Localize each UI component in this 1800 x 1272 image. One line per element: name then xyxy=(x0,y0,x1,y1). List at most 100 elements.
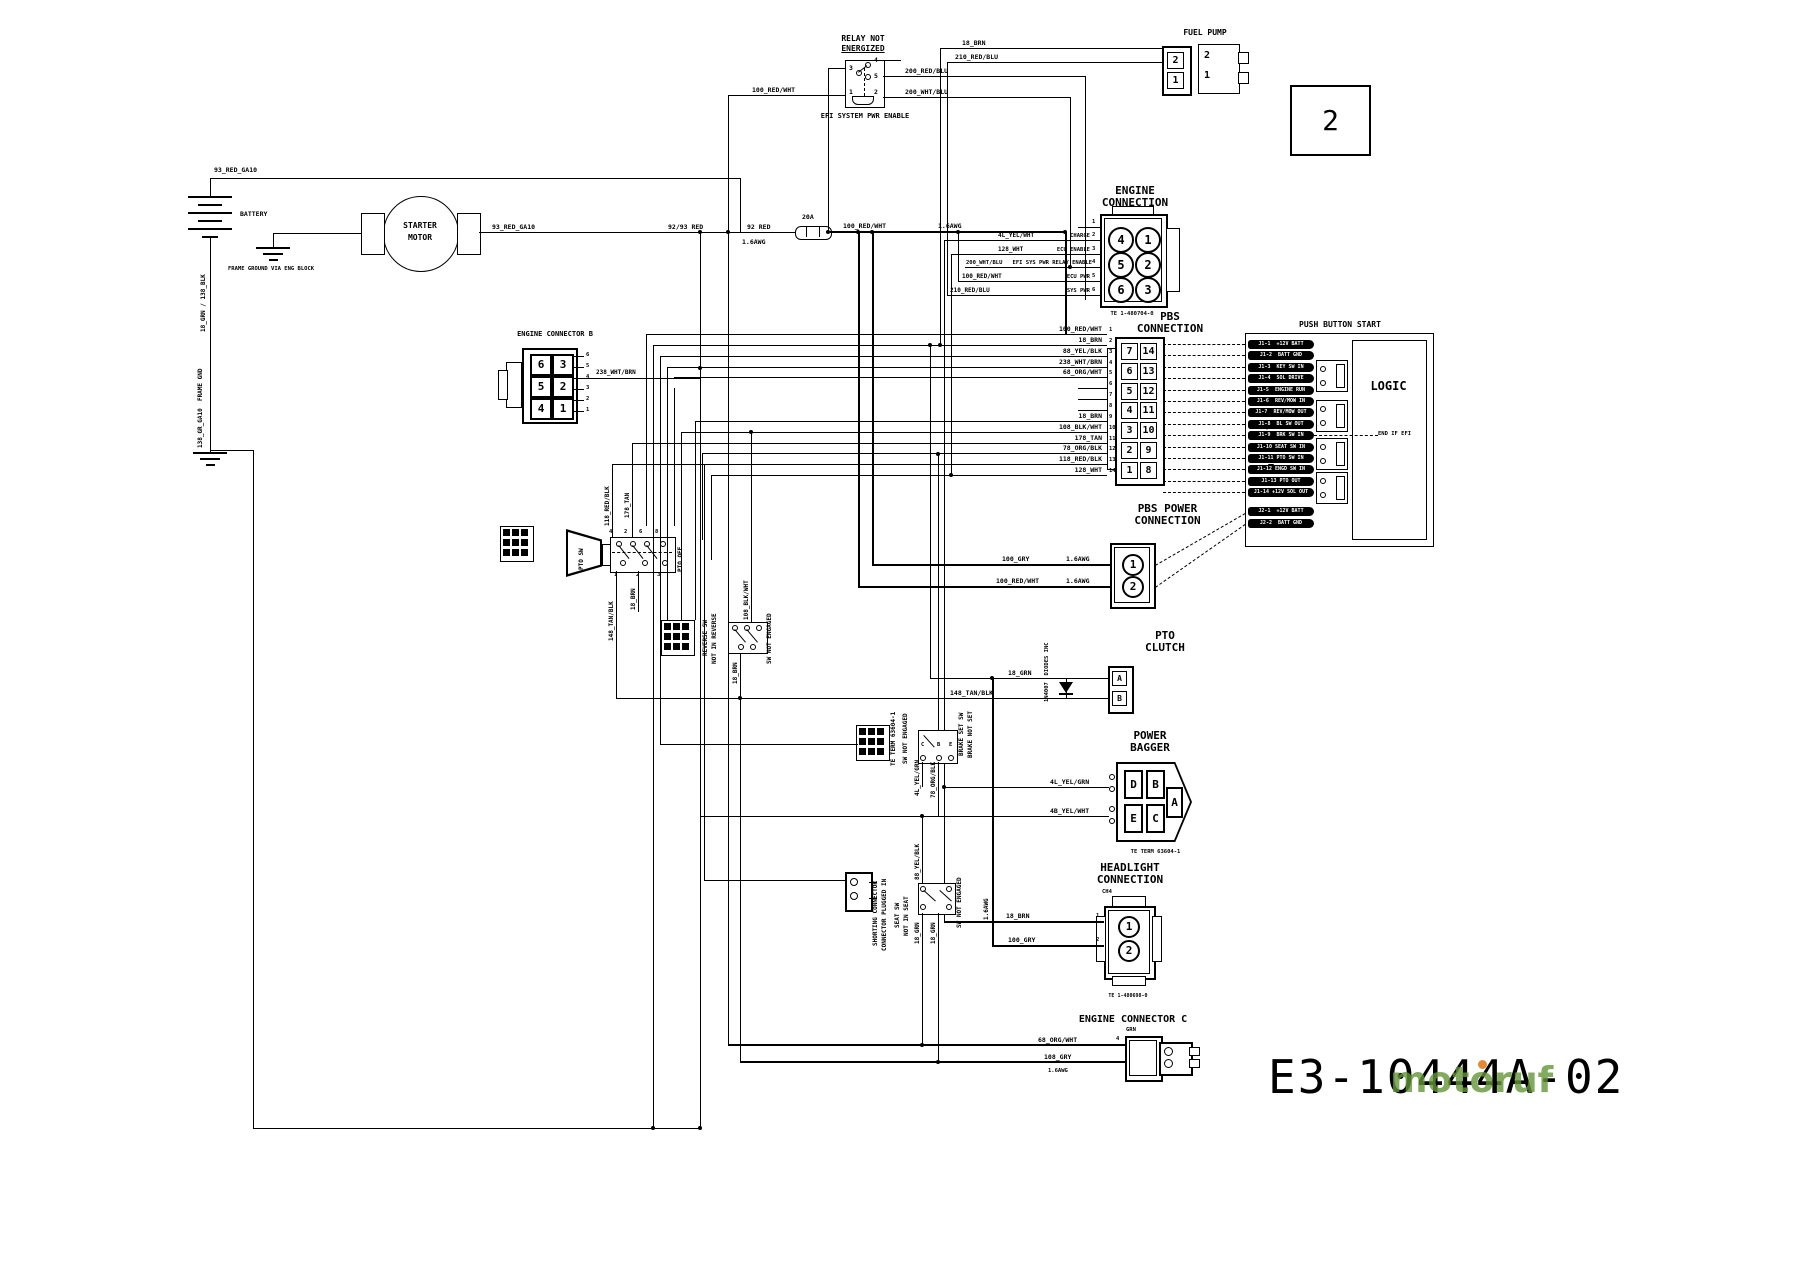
pbs-wire xyxy=(702,453,1107,454)
pbs-module-title: PUSH BUTTON START xyxy=(1299,320,1381,329)
wire xyxy=(958,232,959,281)
pin-number: 2 xyxy=(1096,937,1100,943)
pbs-dashed-wire xyxy=(1163,344,1245,345)
connector-tab xyxy=(1112,976,1146,986)
pbs-wire xyxy=(674,377,1107,378)
pbs-grid-cell: 5 xyxy=(1121,383,1138,400)
pbs-module-pin: J1-10 SEAT SW IN xyxy=(1248,443,1314,452)
connector-pin xyxy=(850,892,858,900)
wire xyxy=(940,48,941,345)
switch-state-label: SW NOT ENGAGED xyxy=(766,613,773,664)
switch-contact xyxy=(946,886,952,892)
relay-armature xyxy=(864,68,865,96)
wire-label: 1.6AWG xyxy=(983,898,990,920)
wire-label: 138_GR_GA10 FRAME GND xyxy=(197,368,204,448)
bagger-pin: E xyxy=(1124,804,1143,833)
switch-contact xyxy=(642,560,648,566)
keypad-cell xyxy=(859,738,866,745)
wire-label: 68_ORG/WHT xyxy=(1038,1036,1078,1044)
pto-switch-pin: 2 xyxy=(636,572,640,578)
pbs-pin-number: 12 xyxy=(1109,446,1116,452)
wire xyxy=(740,178,741,232)
wire-label: 148_TAN/BLK xyxy=(950,689,994,697)
pbs-pin-number: 3 xyxy=(1109,349,1113,355)
pbs-wire xyxy=(667,367,1107,368)
keypad-cell xyxy=(682,633,689,640)
pbs-module-pin: J1-5 ENGINE RUN xyxy=(1248,386,1314,395)
connector-b-latch xyxy=(498,370,508,400)
engine-connection-title: ENGINE xyxy=(1115,184,1155,197)
switch-contact xyxy=(756,625,762,631)
relay-pin: 4 xyxy=(874,56,878,64)
connector-c-title: ENGINE CONNECTOR C xyxy=(1078,1014,1188,1025)
relay-coil-icon xyxy=(852,96,874,105)
pbs-pin-number: 6 xyxy=(1109,381,1113,387)
keypad-cell xyxy=(877,748,884,755)
wire xyxy=(660,356,661,744)
wire-label: 118_RED/BLK xyxy=(604,486,611,526)
pbs-power-pin: 1 xyxy=(1122,554,1144,576)
pbs-dashed-wire xyxy=(1163,458,1245,459)
wire xyxy=(210,450,253,451)
wire xyxy=(1085,76,1086,300)
wire xyxy=(828,68,829,232)
logic-box xyxy=(1352,340,1427,540)
connector-b-pin: 1 xyxy=(586,407,590,413)
wire xyxy=(951,254,1100,255)
wire-label: 18_BRN xyxy=(732,662,739,684)
wire-label: 1.6AWG xyxy=(1066,577,1090,585)
battery-plate xyxy=(188,228,232,230)
wire xyxy=(704,465,705,880)
ground-icon xyxy=(256,247,290,249)
relay-contact xyxy=(1320,406,1326,412)
junction xyxy=(738,696,742,700)
wire-label: 1.6AWG xyxy=(1066,555,1090,563)
seat-switch-label: SEAT SW xyxy=(894,902,901,928)
keypad-cell xyxy=(512,539,519,546)
wire xyxy=(992,678,994,946)
headlight-tag: CH4 xyxy=(1102,889,1112,895)
watermark: motoruf xyxy=(1390,1060,1554,1101)
junction xyxy=(870,230,874,234)
wire-label: 100_RED/WHT xyxy=(752,86,796,94)
bagger-pin: D xyxy=(1124,770,1143,799)
keypad-cell xyxy=(664,633,671,640)
fuel-pump-pin: 1 xyxy=(1204,70,1211,81)
switch-state-label: SW NOT ENGAGED xyxy=(902,713,909,764)
starter-terminal xyxy=(361,213,385,255)
keypad-cell xyxy=(664,643,671,650)
keypad-cell xyxy=(664,623,671,630)
wire xyxy=(210,238,211,452)
relay-contact xyxy=(865,74,871,80)
bagger-title: POWER xyxy=(1133,729,1167,742)
wire-label: 93_RED_GA10 xyxy=(214,166,258,174)
pbs-pin-number: 2 xyxy=(1109,338,1113,344)
wire-label: 18_BRN xyxy=(630,588,637,610)
connector-b-stub xyxy=(574,378,584,379)
wire xyxy=(616,698,1112,699)
bagger-pin: A xyxy=(1166,787,1183,818)
battery-plate xyxy=(188,212,232,214)
wire xyxy=(947,62,948,295)
ground-icon xyxy=(269,259,278,261)
pbs-power-title: CONNECTION xyxy=(1134,514,1201,527)
connector-inner xyxy=(1129,1040,1157,1076)
switch-contact xyxy=(936,755,942,761)
pbs-wire-label: 18_BRN xyxy=(1078,412,1102,420)
starter-label: MOTOR xyxy=(407,233,433,242)
pbs-pin-number: 10 xyxy=(1109,425,1116,431)
wire xyxy=(869,882,877,883)
connector-b-pin: 3 xyxy=(586,385,590,391)
keypad-cell xyxy=(503,539,510,546)
wire xyxy=(653,345,654,1128)
pbs-dashed-wire xyxy=(1163,435,1245,436)
pbs-wire xyxy=(711,475,1107,476)
pbs-module-pin: J1-14 +12V SOL OUT xyxy=(1248,488,1314,497)
relay-title: RELAY NOT xyxy=(841,34,885,43)
switch-contact xyxy=(620,560,626,566)
pbs-wire-label: 108_BLK/WHT xyxy=(1058,423,1102,431)
pin-number: 1 xyxy=(1092,219,1096,225)
signal-label: SYS PWR xyxy=(1066,288,1090,294)
relay-caption: EFI SYSTEM PWR ENABLE xyxy=(820,112,910,120)
battery-plate xyxy=(198,220,222,222)
